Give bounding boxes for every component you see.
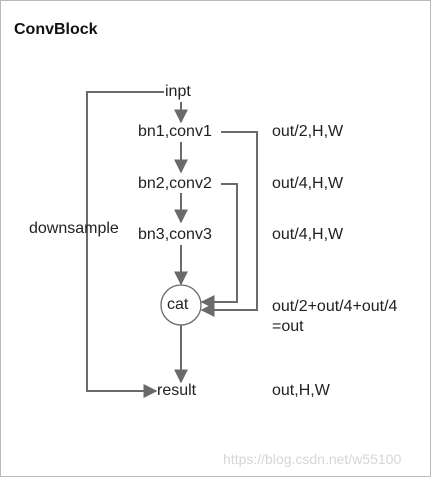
shape-bn3: out/4,H,W [272,226,344,243]
node-result: result [157,382,197,399]
shape-cat-line1: out/2+out/4+out/4 [272,298,398,315]
edge-downsample [86,91,164,398]
edge-label-downsample: downsample [29,220,119,237]
node-bn2-conv2: bn2,conv2 [138,175,212,192]
shape-bn2: out/4,H,W [272,175,344,192]
edge-bn1-cat [200,131,258,317]
edge-bn2-cat [200,183,238,309]
diagram-title: ConvBlock [14,21,98,38]
shape-cat-line2: =out [272,318,304,335]
watermark: https://blog.csdn.net/w55100 [223,451,402,467]
cat-node-circle [160,284,202,326]
node-bn3-conv3: bn3,conv3 [138,226,212,243]
shape-bn1: out/2,H,W [272,123,344,140]
node-cat: cat [167,296,189,313]
node-input: inpt [165,83,191,100]
node-bn1-conv1: bn1,conv1 [138,123,212,140]
shape-result: out,H,W [272,382,330,399]
